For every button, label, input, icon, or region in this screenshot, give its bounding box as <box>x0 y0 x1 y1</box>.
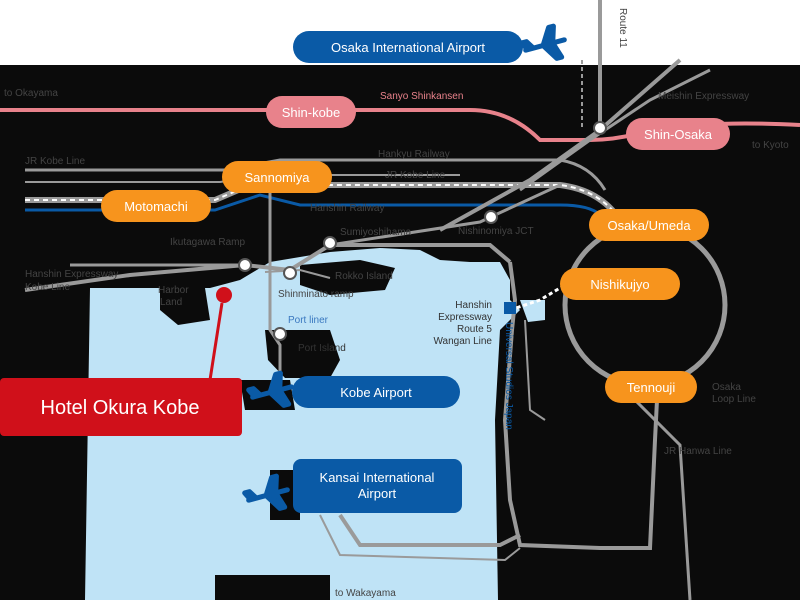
jr-kobe-line-inner <box>25 184 621 221</box>
hotel-label: Hotel Okura Kobe <box>41 397 200 419</box>
label-jr-kobe: JR Kobe Line <box>25 156 85 167</box>
label-osaka-loop-2: Loop Line <box>712 394 756 405</box>
wangan-line <box>502 261 660 550</box>
meishin-expressway-2 <box>519 68 711 192</box>
label-hanshin-rail: Hanshin Railway <box>310 203 384 214</box>
station-shin-kobe-label: Shin-kobe <box>282 105 341 120</box>
hanshin-railway <box>25 193 602 217</box>
label-meishin: Meishin Expressway <box>658 91 749 102</box>
hotel-marker <box>216 287 232 303</box>
hankyu-railway <box>25 158 607 191</box>
jr-yumesaki-line <box>509 283 566 312</box>
label-sanyo-shinkansen: Sanyo Shinkansen <box>380 91 463 102</box>
hotel-label-box[interactable] <box>0 378 242 436</box>
label-rokko-island: Rokko Island <box>335 271 393 282</box>
label-ikuta-ramp: Ikutagawa Ramp <box>170 237 245 248</box>
station-motomachi-label: Motomachi <box>124 199 188 214</box>
station-tennouji-label: Tennouji <box>627 380 676 395</box>
rokko-liner <box>264 268 331 279</box>
jr-hanwa-line-road <box>618 383 692 600</box>
plane-icon <box>519 23 567 61</box>
label-jr-line: JR Kobe Line <box>385 170 445 181</box>
usj-station-marker <box>504 302 516 314</box>
label-route11-1: Route 11 <box>617 8 628 48</box>
sanyo-shinkansen-line <box>0 108 800 142</box>
label-to-okayama: to Okayama <box>4 88 58 99</box>
ikuta-ramp-dot <box>238 258 252 272</box>
kansai-airport-label-2: Airport <box>358 486 397 501</box>
label-hanshin-exp5-3: Route 5 <box>457 324 492 335</box>
port-island-dot <box>273 327 287 341</box>
shinminato-ramp-dot <box>283 266 297 280</box>
kobe-airport-label: Kobe Airport <box>340 385 412 400</box>
station-shin-osaka[interactable] <box>626 118 730 150</box>
sumiyoshihama-dot <box>323 236 337 250</box>
nishinomiya-dot <box>484 210 498 224</box>
station-tennouji[interactable] <box>605 371 697 403</box>
south-route <box>524 319 546 421</box>
plane-icon <box>242 473 290 511</box>
label-osaka-loop-1: Osaka <box>712 382 741 393</box>
station-shin-kobe[interactable] <box>266 96 356 128</box>
osaka-intl-airport-pill[interactable] <box>293 31 523 63</box>
coast-strip <box>215 575 330 600</box>
port-island-shape <box>265 330 340 378</box>
label-to-wakayama: to Wakayama <box>335 588 396 599</box>
label-harbor-2: Land <box>160 297 182 308</box>
label-port-liner: Port liner <box>288 315 329 326</box>
label-to-kyoto: to Kyoto <box>752 140 789 151</box>
hotel-pointer <box>208 302 224 381</box>
label-hankyu: Hankyu Railway <box>378 149 450 160</box>
station-motomachi[interactable] <box>101 190 211 222</box>
station-sannomiya-label: Sannomiya <box>244 170 310 185</box>
station-nishikujyo[interactable] <box>560 268 680 300</box>
label-port-island: Port Island <box>298 343 346 354</box>
kobe-airport-pill[interactable] <box>292 376 460 408</box>
harbor-land-shape <box>160 288 210 325</box>
station-nishikujyo-label: Nishikujyo <box>590 277 649 292</box>
station-osaka-umeda[interactable] <box>589 209 709 241</box>
label-hanshin-exp-2: Kobe Line <box>25 282 70 293</box>
station-sannomiya[interactable] <box>222 161 332 193</box>
label-hanshin-exp5-2: Expressway <box>438 312 492 323</box>
meishin-expressway <box>439 58 682 232</box>
label-shinminato: Shinminato ramp <box>278 289 354 300</box>
station-shin-osaka-label: Shin-Osaka <box>644 127 713 142</box>
label-jr-hanwa: JR Hanwa Line <box>664 446 732 457</box>
label-usj: Universal Studios Japan <box>503 322 514 430</box>
label-sumiyoshihama: Sumiyoshihama <box>340 227 412 238</box>
label-hanshin-exp5-4: Wangan Line <box>433 336 492 347</box>
airport-road <box>338 513 521 547</box>
label-nishinomiya: Nishinomiya JCT <box>458 226 534 237</box>
label-hanshin-exp-1: Hanshin Expressway <box>25 269 118 280</box>
airport-road-2 <box>319 514 521 562</box>
station-osaka-umeda-label: Osaka/Umeda <box>607 218 691 233</box>
plane-icon <box>246 370 294 408</box>
rokko-island-shape <box>300 260 395 295</box>
osaka-intl-airport-label: Osaka International Airport <box>331 40 485 55</box>
label-hanshin-exp5-1: Hanshin <box>455 300 492 311</box>
kansai-airport-label-1: Kansai International <box>320 470 435 485</box>
route11-dot <box>593 121 607 135</box>
label-harbor-1: Harbor <box>158 285 189 296</box>
kansai-airport-pill[interactable] <box>293 459 462 513</box>
